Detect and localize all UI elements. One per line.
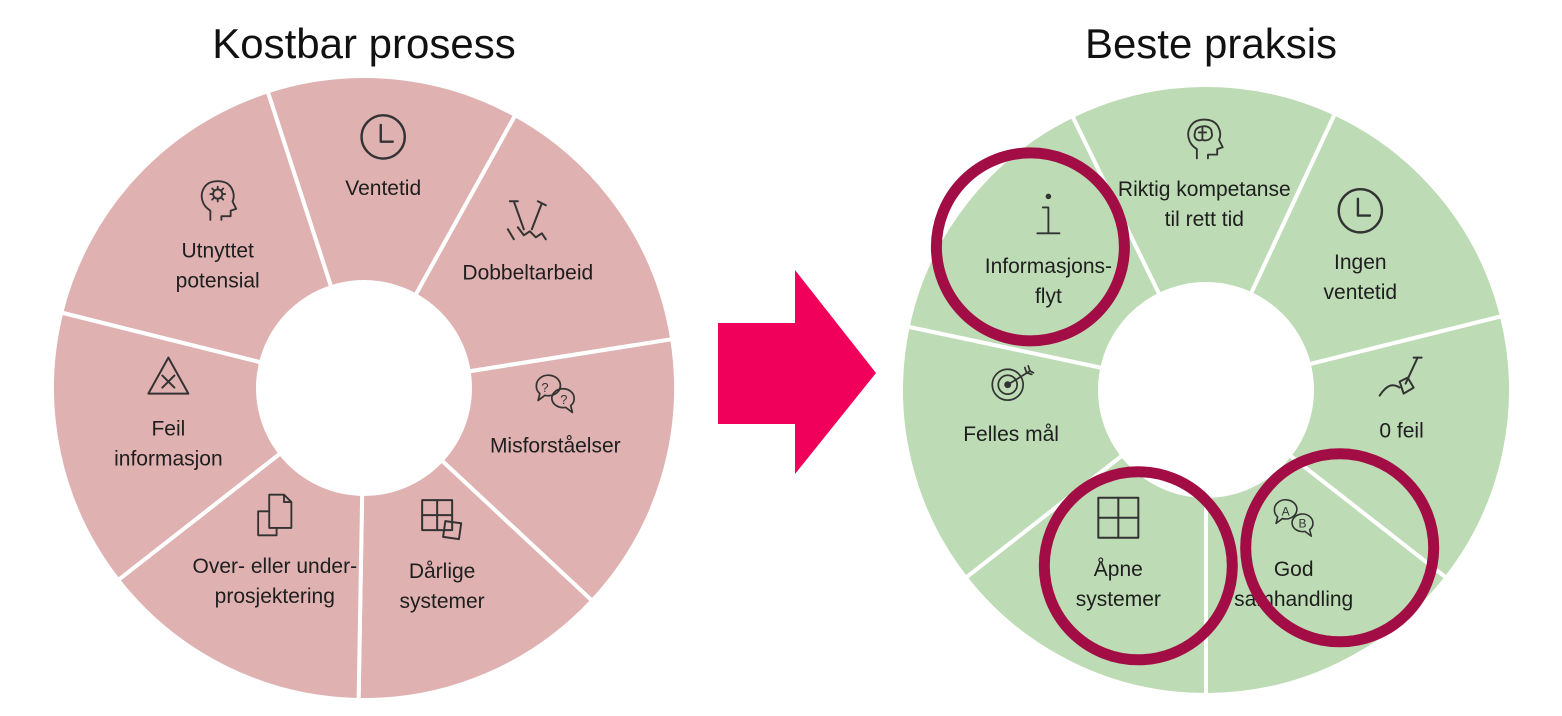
right-arrow-icon (718, 270, 876, 474)
right-segment-2-label-line-0: God (1274, 558, 1314, 581)
left-wheel-hole (256, 280, 472, 496)
right-wheel-title: Beste praksis (1085, 20, 1337, 67)
left-segment-6-label-line-0: Utnyttet (182, 240, 255, 263)
left-segment-2-label-line-0: Misforståelser (490, 435, 621, 458)
highlight-ring-3 (1038, 466, 1238, 666)
right-segment-6-label-line-0: Riktig kompetanse (1118, 178, 1291, 201)
left-segment-5-label-line-1: informasjon (114, 448, 223, 471)
right-segment-0-label-line-1: ventetid (1324, 281, 1398, 304)
left-wheel-title: Kostbar prosess (212, 20, 515, 67)
right-segment-3-label-line-0: Åpne (1094, 558, 1143, 581)
right-segment-5-label-line-0: Informasjons- (985, 255, 1112, 278)
left-segment-5-label-line-0: Feil (151, 418, 185, 441)
highlight-rings (930, 147, 1440, 666)
right-segment-0-label-line-0: Ingen (1334, 251, 1387, 274)
left-wheel: Kostbar prosess VentetidDobbeltarbeidMis… (50, 20, 678, 703)
right-segment-3-label-line-1: systemer (1076, 588, 1161, 611)
left-segment-0-label-line-0: Ventetid (345, 177, 421, 200)
left-segment-4-label-line-1: prosjektering (215, 585, 335, 608)
left-segment-0 (265, 74, 519, 393)
right-segment-1-label-line-0: 0 feil (1379, 420, 1423, 443)
right-segment-6-label-line-1: til rett tid (1165, 208, 1244, 231)
left-segment-3-label-line-0: Dårlige (409, 560, 476, 583)
highlight-ring-5 (930, 147, 1130, 347)
left-segment-4-label-line-0: Over- eller under- (193, 555, 358, 578)
highlight-ring-2 (1240, 448, 1440, 648)
left-segment-3-label-line-1: systemer (400, 590, 485, 613)
left-segment-1-label-line-0: Dobbeltarbeid (462, 261, 593, 284)
right-segment-5-label-line-1: flyt (1035, 285, 1062, 308)
right-segment-4-label-line-0: Felles mål (963, 423, 1059, 446)
right-wheel-hole (1098, 282, 1314, 498)
right-segment-6 (1069, 83, 1338, 395)
left-segment-6-label-line-1: potensial (176, 270, 260, 293)
